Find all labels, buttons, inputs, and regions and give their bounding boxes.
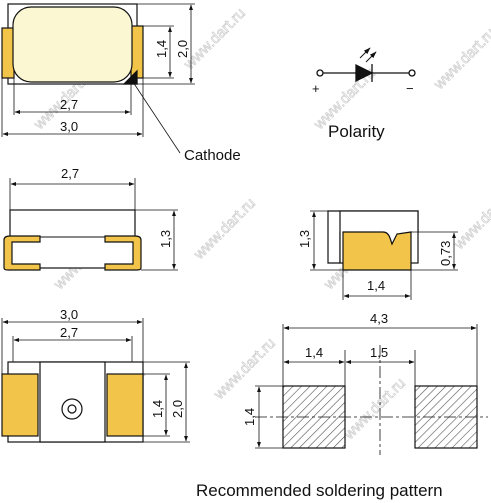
bottom-view-inner-width-label: 2,7: [60, 325, 78, 340]
side-view-width-label: 2,7: [61, 166, 79, 181]
side-view: [3, 178, 178, 271]
cathode-mark: [122, 69, 138, 85]
watermark-text: www.dart.ru: [210, 335, 279, 404]
polarity-plus: +: [312, 81, 320, 96]
polarity-symbol: [316, 47, 416, 83]
polarity-minus: −: [406, 81, 414, 96]
side-view-right-lead: [104, 235, 142, 271]
soldering-pattern: [255, 324, 488, 455]
watermark-text: www.dart.ru: [190, 195, 259, 264]
bottom-view-outer-width-label: 3,0: [60, 307, 78, 322]
watermark-text: www.dart.ru: [450, 185, 491, 254]
bottom-view: [1, 318, 190, 443]
watermark-text: www.dart.ru: [180, 5, 249, 74]
top-view-outer-height-label: 2,0: [175, 40, 190, 58]
bottom-view-right-lead: [106, 373, 144, 437]
bottom-view-circle-inner: [67, 404, 77, 414]
pattern-gap-label: 1,5: [370, 345, 388, 360]
top-view-lens: [12, 6, 133, 83]
top-view-inner-height-label: 1,4: [154, 40, 169, 58]
pattern-total-width-label: 4,3: [370, 311, 388, 326]
end-view-lead-height-label: 0,73: [438, 241, 453, 266]
side-view-left-lead: [3, 235, 41, 271]
bottom-view-pad-height-label: 1,4: [150, 400, 165, 418]
bottom-view-left-lead: [1, 373, 39, 437]
emission-arrow: [365, 51, 377, 63]
top-view-left-lead: [1, 27, 15, 79]
watermark-text: www.dart.ru: [430, 25, 491, 94]
end-view: [310, 210, 458, 300]
bottom-view-outer-height-label: 2,0: [170, 400, 185, 418]
soldering-pattern-title: Recommended soldering pattern: [196, 481, 443, 500]
side-view-height-label: 1,3: [158, 230, 173, 248]
top-view: [1, 3, 195, 154]
cathode-label: Cathode: [184, 147, 241, 164]
end-view-width-label: 1,4: [367, 278, 385, 293]
pattern-pad-height-label: 1,4: [242, 408, 257, 426]
watermark-text: www.dart.ru: [340, 375, 409, 444]
diode-triangle: [355, 63, 374, 83]
emission-arrow: [359, 47, 371, 59]
cathode-leader: [132, 81, 181, 154]
pattern-pad-width-label: 1,4: [305, 345, 323, 360]
end-view-height-label: 1,3: [297, 230, 312, 248]
end-view-lead: [342, 231, 412, 271]
top-view-inner-width-label: 2,7: [60, 97, 78, 112]
polarity-title: Polarity: [328, 122, 385, 141]
top-view-outer-width-label: 3,0: [60, 119, 78, 134]
